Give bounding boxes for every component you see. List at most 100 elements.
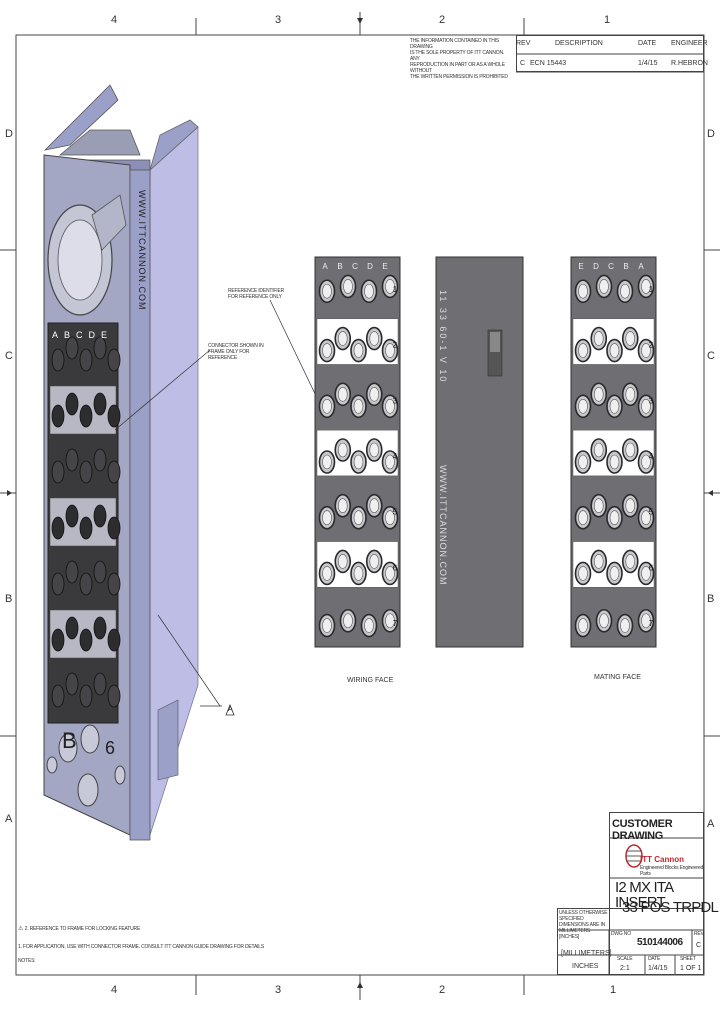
rev-value: C — [696, 942, 702, 949]
face-col-label: C — [608, 262, 614, 271]
face-row-label: 7 — [649, 619, 654, 628]
face-col-label: D — [593, 262, 599, 271]
rev-header-engineer: ENGINEER — [671, 40, 708, 47]
date-label: DATE — [648, 956, 661, 962]
zone-bottom-3: 3 — [275, 984, 282, 996]
face-row-label: 2 — [649, 341, 654, 350]
face-col-label: E — [578, 262, 583, 271]
iso-contact — [51, 516, 65, 540]
rev-header-date: DATE — [638, 40, 657, 47]
notes-header: NOTES: — [18, 958, 36, 964]
face-row-label: 2 — [393, 341, 398, 350]
units-sub: INCHES — [572, 963, 599, 970]
iso-contact — [107, 348, 121, 372]
iso-contact — [93, 560, 107, 584]
face-row-label: 1 — [393, 285, 398, 294]
iso-contact — [79, 572, 93, 596]
face-col-label: A — [322, 262, 328, 271]
iso-contact — [79, 684, 93, 708]
iso-module-number: 6 — [105, 738, 116, 758]
iso-contact — [51, 460, 65, 484]
iso-col-labels: ABCDE — [52, 330, 114, 340]
face-row-label: 5 — [393, 508, 398, 517]
iso-contact — [65, 392, 79, 416]
rev-header-rev: REV — [516, 40, 531, 47]
face-row-label: 6 — [393, 563, 398, 572]
iso-contact — [107, 516, 121, 540]
iso-contact — [51, 684, 65, 708]
face-row-label: 6 — [649, 563, 654, 572]
iso-contact — [65, 504, 79, 528]
iso-contact — [93, 336, 107, 360]
dwg-no-label: DWG NO — [611, 931, 631, 937]
iso-contact — [93, 672, 107, 696]
zone-left-b: B — [5, 593, 13, 605]
face-row-label: 3 — [649, 396, 654, 405]
zone-left-d: D — [5, 128, 13, 140]
face-row-label: 7 — [393, 619, 398, 628]
zone-left-c: C — [5, 350, 13, 362]
company-name: ITT Cannon — [640, 855, 684, 864]
rev-row-date: 1/4/15 — [638, 60, 658, 67]
side-view-part-text: 11 33 60-1 V 10 — [438, 290, 448, 384]
face-col-label: D — [367, 262, 373, 271]
zone-bottom-1: 1 — [610, 984, 617, 996]
drawing-title-line1: I2 MX ITA INSERT — [615, 879, 673, 911]
face-col-label: B — [337, 262, 342, 271]
zone-top-2: 2 — [439, 14, 446, 26]
zone-bottom-2: 2 — [439, 984, 446, 996]
zone-bottom-4: 4 — [111, 984, 118, 996]
rev-header-description: DESCRIPTION — [555, 40, 603, 47]
rev-label: REV — [694, 931, 704, 937]
rev-row-rev: C — [520, 60, 526, 67]
iso-contact — [107, 628, 121, 652]
units-label: [MILLIMETERS] — [561, 950, 612, 957]
face-col-label: C — [352, 262, 358, 271]
note-2: ⚠ 2. REFERENCE TO FRAME FOR LOCKING FEAT… — [18, 926, 141, 932]
zone-right-d: D — [707, 128, 715, 140]
revision-table-grid — [516, 35, 704, 73]
iso-contact — [93, 448, 107, 472]
side-view-body — [435, 256, 524, 648]
iso-contact — [51, 572, 65, 596]
iso-contact — [65, 560, 79, 584]
proprietary-note: THE INFORMATION CONTAINED IN THIS DRAWIN… — [410, 38, 508, 80]
note-1: 1. FOR APPLICATION, USE WITH CONNECTOR F… — [18, 944, 265, 950]
zone-top-4: 4 — [111, 14, 118, 26]
face-row-label: 4 — [649, 452, 654, 461]
sheet-value: 1 OF 1 — [680, 965, 702, 972]
iso-contact — [65, 672, 79, 696]
iso-contact — [79, 628, 93, 652]
iso-contact — [65, 616, 79, 640]
zone-right-a: A — [707, 818, 715, 830]
rev-row-description: ECN 15443 — [530, 60, 567, 67]
scale-label: SCALE — [617, 956, 633, 962]
zone-top-1: 1 — [604, 14, 611, 26]
side-view-url-text: WWW.ITTCANNON.COM — [438, 465, 448, 586]
date-value: 1/4/15 — [648, 965, 668, 972]
iso-contact — [107, 460, 121, 484]
face-row-label: 5 — [649, 508, 654, 517]
iso-contact — [65, 448, 79, 472]
iso-contact — [79, 460, 93, 484]
face-row-label: 3 — [393, 396, 398, 405]
mating-face-label: MATING FACE — [594, 674, 641, 681]
iso-module-letter: B — [62, 728, 77, 753]
iso-contact — [107, 684, 121, 708]
sheet-label: SHEET — [680, 956, 696, 962]
zone-right-b: B — [707, 593, 715, 605]
iso-contact — [79, 516, 93, 540]
iso-contact — [107, 404, 121, 428]
iso-contact — [51, 348, 65, 372]
drawing-title-line2: 33 POS TRPDL — [622, 899, 719, 916]
zone-top-3: 3 — [275, 14, 282, 26]
face-col-label: B — [623, 262, 628, 271]
rev-row-engineer: R.HEBRON — [671, 60, 708, 67]
